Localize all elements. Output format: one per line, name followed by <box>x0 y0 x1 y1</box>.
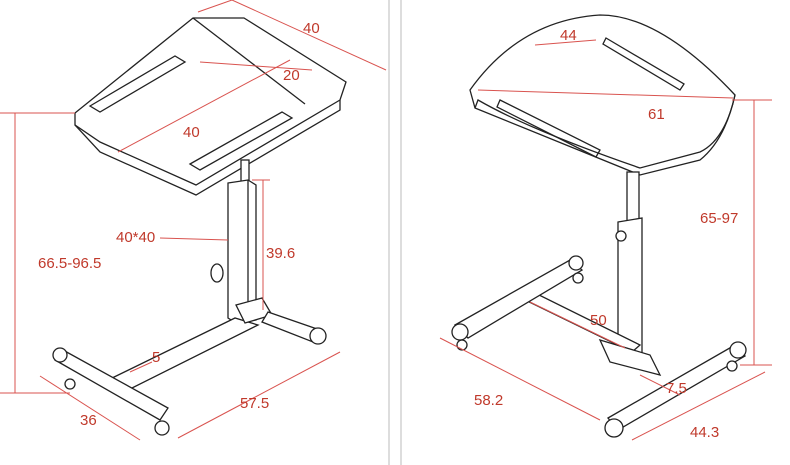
right-tabletop <box>469 14 736 176</box>
left-dimension-lines <box>0 0 387 441</box>
left-rail-2 <box>188 111 294 171</box>
left-tabletop-split <box>192 17 306 105</box>
left-front-wheel <box>154 420 170 436</box>
right-front-cap <box>729 341 747 359</box>
right-front-wheel-2 <box>726 360 738 372</box>
left-tabletop <box>74 17 347 186</box>
right-table-drawing <box>451 14 747 438</box>
label-right-base-width: 44.3 <box>690 424 719 441</box>
label-left-base-length: 57.5 <box>240 395 269 412</box>
right-back-wheel <box>456 339 468 351</box>
label-right-base-length: 58.2 <box>474 392 503 409</box>
dimline-right-base-width <box>631 371 766 441</box>
dimline-right-base-length <box>439 337 601 421</box>
label-left-top-depth: 40 <box>183 124 200 141</box>
right-front-wheel <box>604 418 624 438</box>
dimline-right-crossbar <box>529 301 626 349</box>
dimline-right-top-depth <box>534 39 597 46</box>
left-tabletop-edge <box>74 100 341 196</box>
right-tabletop-edge <box>474 94 736 169</box>
right-column-top <box>626 171 640 223</box>
dimline-right-offset <box>639 374 681 396</box>
label-left-leaf-width: 20 <box>283 67 300 84</box>
dimline-left-section <box>159 237 229 241</box>
label-right-top-depth: 44 <box>560 27 577 44</box>
dimline-left-offset <box>129 361 153 373</box>
label-left-base-offset: 5 <box>152 349 160 366</box>
right-rail-2 <box>602 37 685 91</box>
label-left-top-width: 40 <box>303 20 320 37</box>
dimline-left-leaf <box>199 61 313 71</box>
label-right-crossbar: 50 <box>590 312 607 329</box>
left-base-bar <box>106 317 260 391</box>
dimline-left-top-width <box>231 0 387 71</box>
left-front-cap <box>52 347 68 363</box>
right-dimension-lines <box>439 39 772 441</box>
dimline-left-top-depth <box>117 59 291 153</box>
right-knob <box>615 230 627 242</box>
left-column-top <box>240 159 250 183</box>
left-caster <box>64 378 76 390</box>
left-rail-1 <box>88 55 187 113</box>
right-rail-1 <box>496 99 601 158</box>
left-table-drawing <box>52 17 347 436</box>
label-left-column-section: 40*40 <box>116 229 155 246</box>
right-back-wheel-2 <box>572 272 584 284</box>
dimline-left-base-width <box>39 375 141 441</box>
label-right-base-offset: 7.5 <box>666 380 687 397</box>
left-rear-wheel <box>309 327 327 345</box>
dimline-left-top-width-ext <box>197 0 233 13</box>
right-base-plate <box>598 338 662 376</box>
dimline-left-base-length <box>177 351 341 439</box>
label-left-base-width: 36 <box>80 412 97 429</box>
dimline-right-top-width <box>477 89 734 99</box>
label-right-height-range: 65-97 <box>700 210 738 227</box>
label-left-column-height: 39.6 <box>266 245 295 262</box>
right-back-cap <box>568 255 584 271</box>
right-back-bar <box>453 259 584 339</box>
right-back-end <box>451 323 469 341</box>
left-knob <box>210 263 224 283</box>
label-left-total-height: 66.5-96.5 <box>38 255 101 272</box>
label-right-top-width: 61 <box>648 106 665 123</box>
